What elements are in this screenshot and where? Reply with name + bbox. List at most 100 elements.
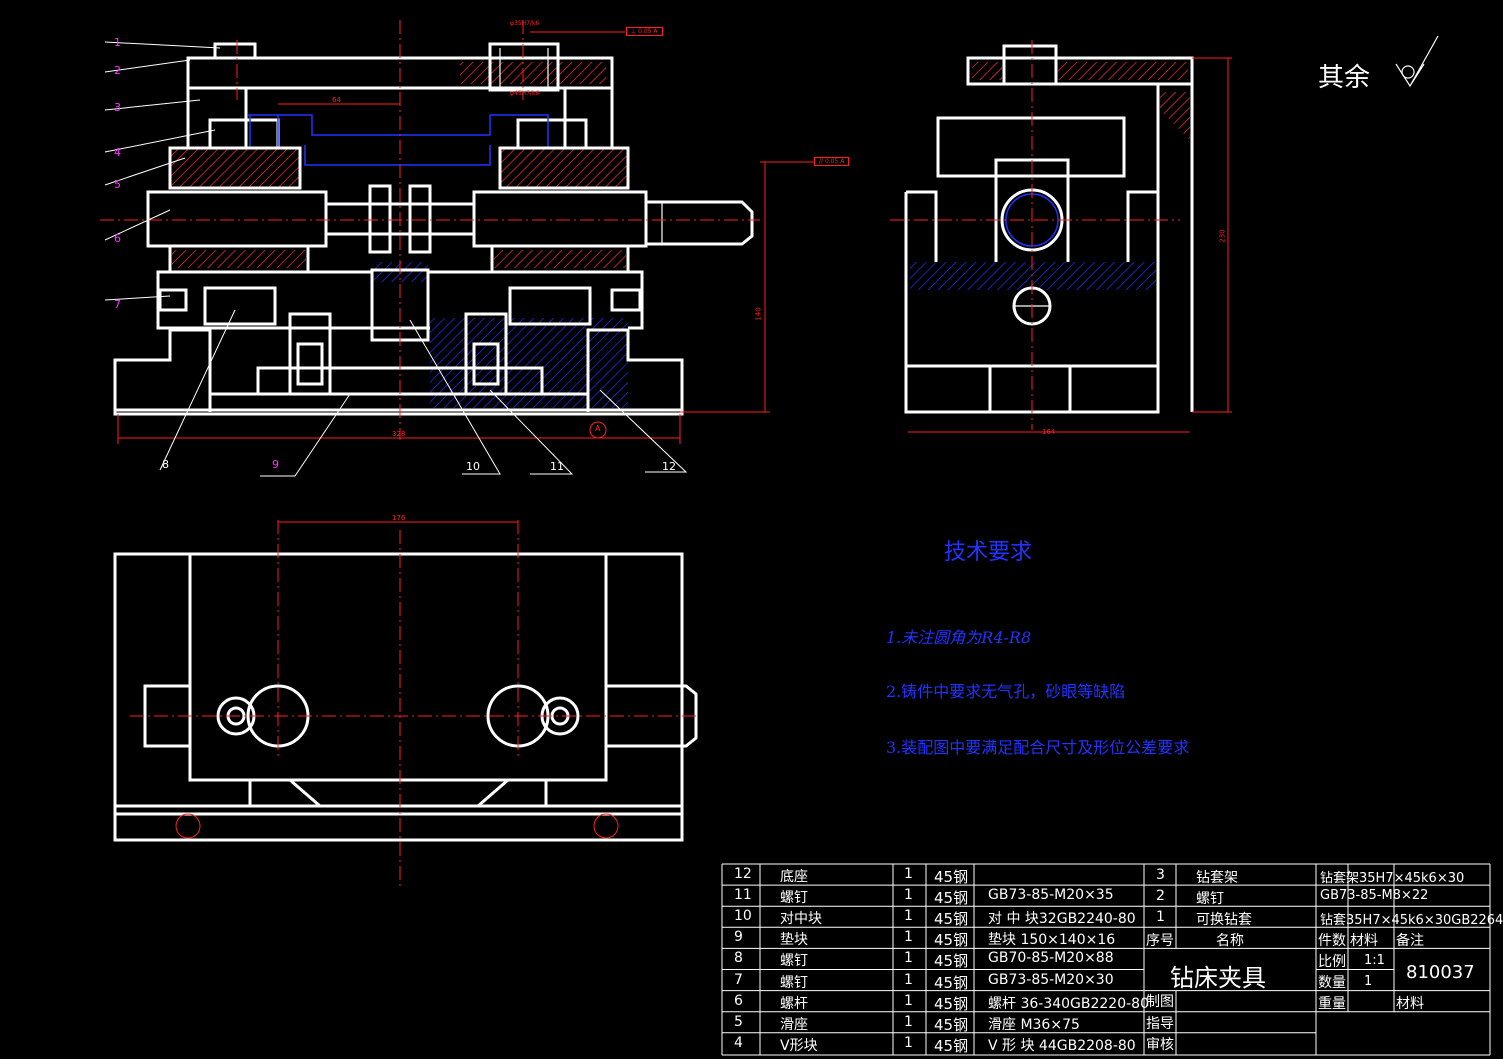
balloon-9: 9 (272, 458, 279, 471)
bom-left-mat: 45钢 (934, 1036, 969, 1055)
bom-left-qty: 1 (904, 1013, 913, 1030)
bom-left-qty: 1 (904, 971, 913, 988)
fit-top: φ35H7/k6 (510, 20, 540, 27)
qty-value: 1 (1364, 974, 1373, 989)
tolerance-mid: // 0.05 A (814, 157, 850, 166)
drawing-title: 钻床夹具 (1170, 964, 1266, 992)
bom-right-remark: GB73-85-M8×22 (1320, 888, 1429, 904)
balloon-5: 5 (114, 178, 121, 191)
bom-left-no: 5 (734, 1013, 743, 1030)
bom-header-mat: 材料 (1350, 933, 1378, 949)
bom-left-name: 滑座 (780, 1016, 808, 1033)
weight-label: 重量 (1318, 996, 1346, 1012)
bom-left-no: 12 (734, 866, 752, 882)
bom-left-qty: 1 (904, 1034, 913, 1051)
bom-left-remark: GB73-85-M20×30 (988, 971, 1114, 988)
bom-left-name: 螺杆 (780, 995, 808, 1012)
drawn-label: 制图 (1146, 994, 1174, 1010)
tolerance-top: ⊥ 0.05 A (626, 27, 663, 36)
bom-left-qty: 1 (904, 992, 913, 1009)
bom-header-no: 序号 (1146, 933, 1174, 949)
bom-left-remark: 滑座 M36×75 (988, 1016, 1080, 1033)
front-view (100, 20, 815, 477)
bom-left-remark: 对 中 块32GB2240-80 (988, 911, 1136, 928)
bom-left-mat: 45钢 (934, 1015, 969, 1034)
balloon-6: 6 (114, 232, 121, 245)
balloon-12: 12 (662, 460, 676, 473)
bom-left-qty: 1 (904, 929, 913, 946)
dim-328: 328 (392, 430, 406, 438)
dim-230: 230 (1218, 229, 1227, 243)
balloon-7: 7 (114, 298, 121, 311)
tech-item-2: 2.铸件中要求无气孔，砂眼等缺陷 (886, 682, 1126, 701)
balloon-8: 8 (162, 458, 169, 471)
balloon-2: 2 (114, 64, 121, 77)
bom-left-qty: 1 (904, 887, 913, 904)
check-label: 指导 (1146, 1016, 1174, 1032)
scale-value: 1:1 (1364, 953, 1385, 968)
bom-left-mat: 45钢 (934, 994, 969, 1013)
bom-left-qty: 1 (904, 950, 913, 967)
dim-140: 140 (754, 307, 763, 321)
bom-right-name: 可换钻套 (1196, 912, 1252, 929)
bom-left-name: 螺钉 (780, 890, 808, 907)
review-label: 审核 (1146, 1037, 1174, 1053)
top-view (113, 520, 700, 890)
balloon-4: 4 (114, 146, 121, 159)
bom-left-no: 6 (734, 992, 743, 1009)
bom-left-remark: 垫块 150×140×16 (988, 932, 1116, 949)
qty-label: 数量 (1318, 975, 1346, 991)
bom-left-no: 10 (734, 908, 752, 925)
balloon-10: 10 (466, 460, 480, 473)
bom-left-remark: V 形 块 44GB2208-80 (988, 1037, 1136, 1054)
bom-header-name: 名称 (1216, 933, 1244, 949)
roughness-symbol: 其余 (1318, 35, 1439, 93)
scale-label: 比例 (1318, 954, 1346, 970)
tech-item-3: 3.装配图中要满足配合尺寸及形位公差要求 (886, 738, 1190, 757)
bom-left-name: V形块 (780, 1037, 818, 1054)
bom-right-remark: 钻套架35H7×45k6×30 (1320, 871, 1465, 886)
bom-left-mat: 45钢 (934, 931, 969, 950)
bom-right-name: 螺钉 (1196, 891, 1224, 908)
bom-left-mat: 45钢 (934, 868, 969, 886)
bom-left-no: 9 (734, 929, 743, 946)
datum-label: A (595, 424, 601, 433)
balloon-11: 11 (550, 460, 564, 473)
title-block (721, 863, 1491, 1056)
bom-left-name: 螺钉 (780, 974, 808, 991)
bom-header-qty: 件数 (1318, 933, 1346, 949)
bom-right-remark: 钻套35H7×45k6×30GB2264 (1320, 913, 1503, 929)
bom-left-no: 7 (734, 971, 743, 988)
bom-right-no: 1 (1156, 909, 1165, 926)
tech-item-1: 1.未注圆角为R4-R8 (886, 628, 1032, 647)
bom-left-no: 11 (734, 887, 752, 904)
bom-header-remark: 备注 (1396, 933, 1424, 949)
side-view (890, 40, 1232, 433)
tech-title: 技术要求 (944, 540, 1033, 565)
bom-right-no: 3 (1156, 867, 1165, 883)
bom-right-name: 钻套架 (1196, 870, 1238, 886)
bom-left-remark: GB70-85-M20×88 (988, 950, 1114, 967)
bom-left-mat: 45钢 (934, 910, 969, 929)
bom-left-remark: GB73-85-M20×35 (988, 887, 1114, 904)
bom-left-mat: 45钢 (934, 889, 969, 908)
bom-left-no: 4 (734, 1034, 743, 1051)
bom-left-mat: 45钢 (934, 952, 969, 971)
dim-64: 64 (332, 96, 341, 104)
bom-left-remark: 螺杆 36-340GB2220-80 (988, 995, 1149, 1012)
surface-mark: 其余 (1318, 63, 1370, 93)
dim-164: 164 (1042, 428, 1056, 436)
fit-bottom: φ45H7/k6 (510, 90, 540, 97)
bom-left-qty: 1 (904, 866, 913, 882)
balloon-1: 1 (114, 36, 121, 49)
bom-left-qty: 1 (904, 908, 913, 925)
bom-left-name: 螺钉 (780, 953, 808, 970)
bom-right-no: 2 (1156, 888, 1165, 905)
bom-left-mat: 45钢 (934, 973, 969, 992)
bom-left-name: 底座 (780, 869, 808, 885)
material-label: 材料 (1396, 996, 1424, 1012)
balloon-3: 3 (114, 101, 121, 114)
drawing-number: 810037 (1406, 962, 1475, 983)
bom-left-name: 垫块 (780, 932, 808, 949)
